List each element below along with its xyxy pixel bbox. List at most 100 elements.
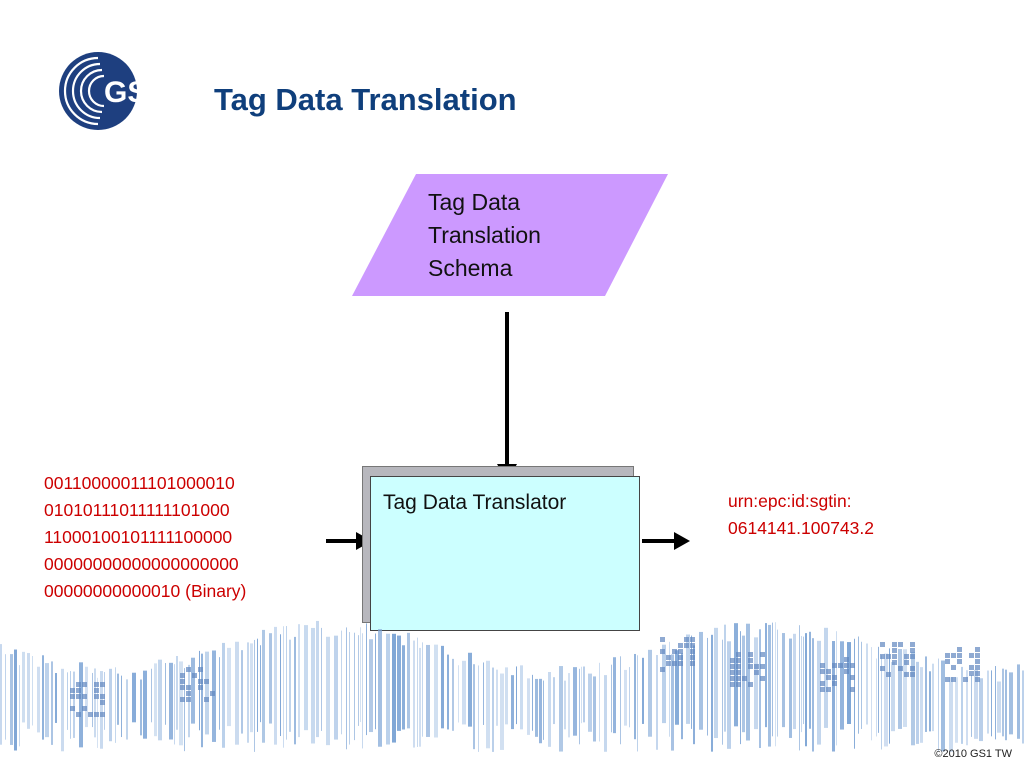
barcode-bar [250,643,253,733]
barcode-matrix-cell [742,676,747,681]
barcode-matrix-cell [850,663,855,668]
barcode-bar [1022,670,1024,744]
page-title: Tag Data Translation [214,82,517,117]
barcode-bar [70,671,71,739]
barcode-bar [10,654,13,745]
barcode-matrix-cell [880,666,885,671]
barcode-matrix-cell [210,691,215,696]
barcode-matrix-cell [838,663,843,668]
barcode-matrix-cell [963,677,968,682]
barcode-matrix-cell [100,682,105,687]
barcode-matrix-cell [684,643,689,648]
barcode-bar [884,653,888,747]
barcode-bar [205,651,209,735]
barcode-bar [0,644,2,745]
urn-line-1: urn:epc:id:sgtin: [728,491,852,511]
barcode-bar [765,623,767,728]
barcode-matrix-cell [748,652,753,657]
barcode-matrix-cell [969,665,974,670]
barcode-bar [754,637,758,730]
logo-rings-icon [59,52,137,130]
barcode-bar [789,638,792,738]
barcode-matrix-cell [886,672,891,677]
barcode-bar [642,657,644,724]
barcode-matrix-cell [748,664,753,669]
barcode-matrix-cell [684,637,689,642]
barcode-bar [925,656,927,732]
barcode-bar [891,662,895,732]
barcode-bar [500,673,504,750]
barcode-bar [707,637,708,736]
barcode-bar [257,638,258,732]
barcode-matrix-cell [730,670,735,675]
barcode-bar [903,649,907,727]
barcode-bar [662,644,666,724]
barcode-bar [588,673,592,732]
barcode-bar [434,644,438,738]
barcode-bar [836,631,837,746]
barcode-bar [777,629,778,737]
barcode-bar [55,673,57,723]
gs1-logo: GS1 [59,52,164,130]
barcode-matrix-cell [672,661,677,666]
barcode-bar [140,679,142,736]
barcode-bar [742,635,745,733]
barcode-bar [505,667,508,725]
barcode-bar [991,670,992,737]
barcode-bar [871,647,872,741]
barcode-matrix-cell [198,685,203,690]
barcode-bar [553,677,555,725]
barcode-bar [624,669,627,726]
barcode-matrix-cell [678,661,683,666]
barcode-bar [782,633,785,728]
barcode-bar [793,633,796,730]
barcode-bar [321,627,322,731]
barcode-bar [154,663,157,737]
barcode-bar [19,665,20,747]
barcode-bar [143,670,147,739]
barcode-bar [535,678,538,737]
barcode-bar [699,631,703,730]
barcode-bar [392,633,396,743]
output-arrowhead [674,532,690,550]
barcode-bar [452,658,454,731]
barcode-matrix-cell [82,694,87,699]
barcode-bar [648,649,652,737]
barcode-matrix-cell [736,664,741,669]
barcode-bar [483,662,484,725]
barcode-bar [462,660,466,725]
barcode-matrix-cell [975,671,980,676]
barcode-bar [634,653,636,740]
barcode-matrix-cell [957,659,962,664]
barcode-bar [656,655,658,750]
barcode-bar [866,643,868,725]
barcode-matrix-cell [975,677,980,682]
barcode-bar [604,675,607,752]
barcode-bar [611,664,612,733]
barcode-matrix-cell [957,653,962,658]
barcode-matrix-cell [898,642,903,647]
barcode-matrix-cell [186,685,191,690]
barcode-bar [492,667,494,752]
barcode-bar [121,675,122,738]
barcode-matrix-cell [678,643,683,648]
barcode-bar [151,668,152,723]
barcode-bar [441,645,444,729]
barcode-bar [920,667,923,743]
barcode-bar [169,662,173,740]
barcode-matrix-cell [826,675,831,680]
barcode-matrix-cell [100,712,105,717]
barcode-matrix-cell [186,697,191,702]
barcode-bar [174,664,175,745]
barcode-bar [14,649,17,751]
barcode-bar [768,624,771,747]
barcode-bar [360,627,361,723]
barcode-bar [346,627,347,750]
barcode-bar [911,652,915,746]
barcode-matrix-cell [969,653,974,658]
barcode-bar [458,665,459,723]
barcode-bar [341,630,342,735]
barcode-matrix-cell [730,676,735,681]
barcode-bar [858,636,859,734]
barcode-bar [812,638,814,752]
